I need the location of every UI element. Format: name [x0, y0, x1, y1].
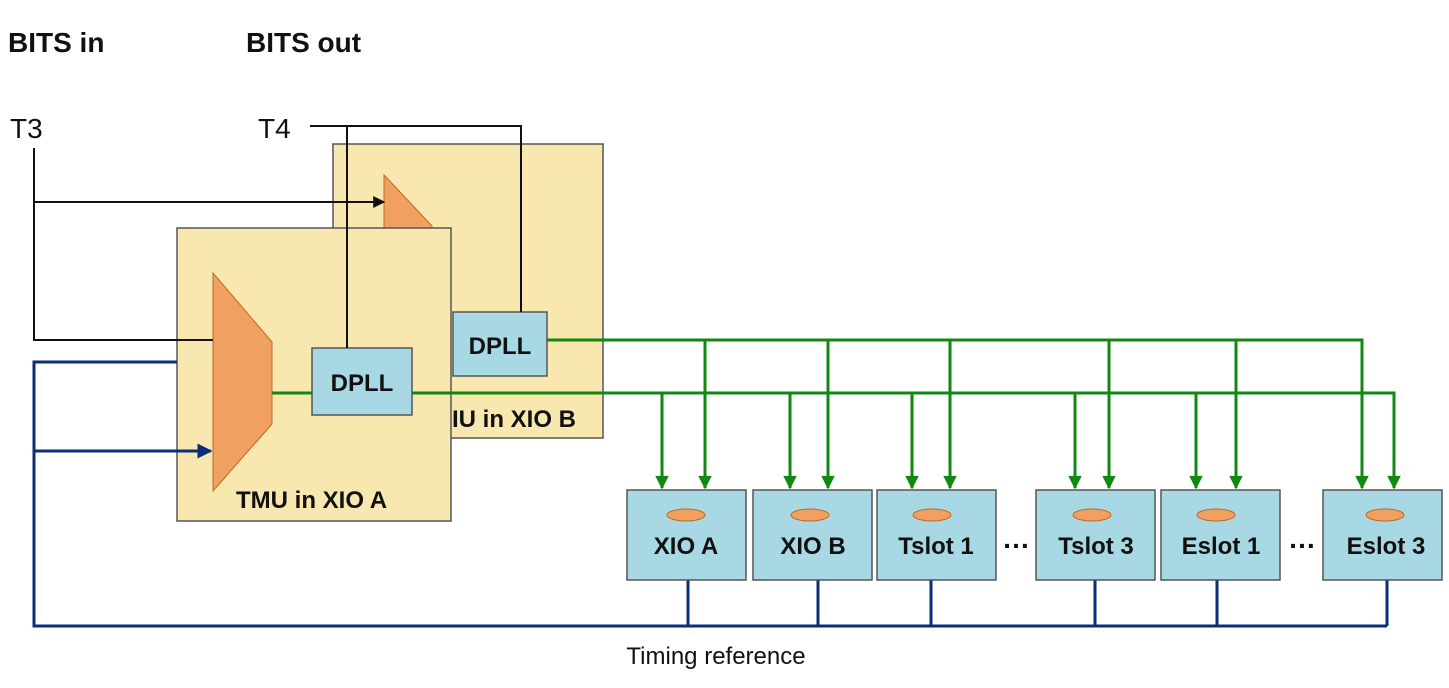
slot-connector-icon — [1365, 508, 1405, 522]
slot-xio-b: XIO B — [752, 489, 873, 581]
tmu-xio-b-label: IU in XIO B — [452, 406, 576, 433]
slot-eslot-1: Eslot 1 — [1160, 489, 1281, 581]
green-bus-a — [412, 391, 1401, 490]
ellipsis-eslots: … — [1288, 523, 1316, 554]
slot-eslot-3: Eslot 3 — [1322, 489, 1443, 581]
tmu-xio-a-label: TMU in XIO A — [236, 487, 387, 514]
slot-label: XIO A — [654, 533, 718, 560]
slot-label: Eslot 3 — [1347, 533, 1426, 560]
green-bus-b — [547, 338, 1369, 490]
tmu-xio-a-mux — [212, 271, 273, 493]
slot-connector-icon — [666, 508, 706, 522]
timing-reference-loop — [32, 360, 1387, 628]
ellipsis-tslots: … — [1002, 523, 1030, 554]
slot-label: Eslot 1 — [1182, 533, 1261, 560]
slot-label: XIO B — [780, 533, 845, 560]
t4-to-dpll-b-line — [310, 125, 522, 312]
t4-label: T4 — [258, 113, 291, 144]
slot-connector-icon — [1072, 508, 1112, 522]
dpll-a — [311, 347, 413, 416]
slot-xio-a: XIO A — [626, 489, 747, 581]
slot-connector-icon — [790, 508, 830, 522]
t3-label: T3 — [10, 113, 43, 144]
slot-tslot-1: Tslot 1 — [876, 489, 997, 581]
bits-out-header: BITS out — [246, 27, 361, 58]
slot-connector-icon — [1196, 508, 1236, 522]
dpll-b — [452, 311, 548, 377]
slot-label: Tslot 3 — [1058, 533, 1134, 560]
dpll-b-label: DPLL — [469, 333, 532, 360]
slot-connector-icon — [912, 508, 952, 522]
bits-in-header: BITS in — [8, 27, 104, 58]
slot-tslot-3: Tslot 3 — [1035, 489, 1156, 581]
t3-to-mux-a-line — [33, 148, 213, 341]
timing-reference-label: Timing reference — [626, 643, 805, 670]
dpll-a-label: DPLL — [331, 370, 394, 397]
slot-label: Tslot 1 — [898, 533, 974, 560]
